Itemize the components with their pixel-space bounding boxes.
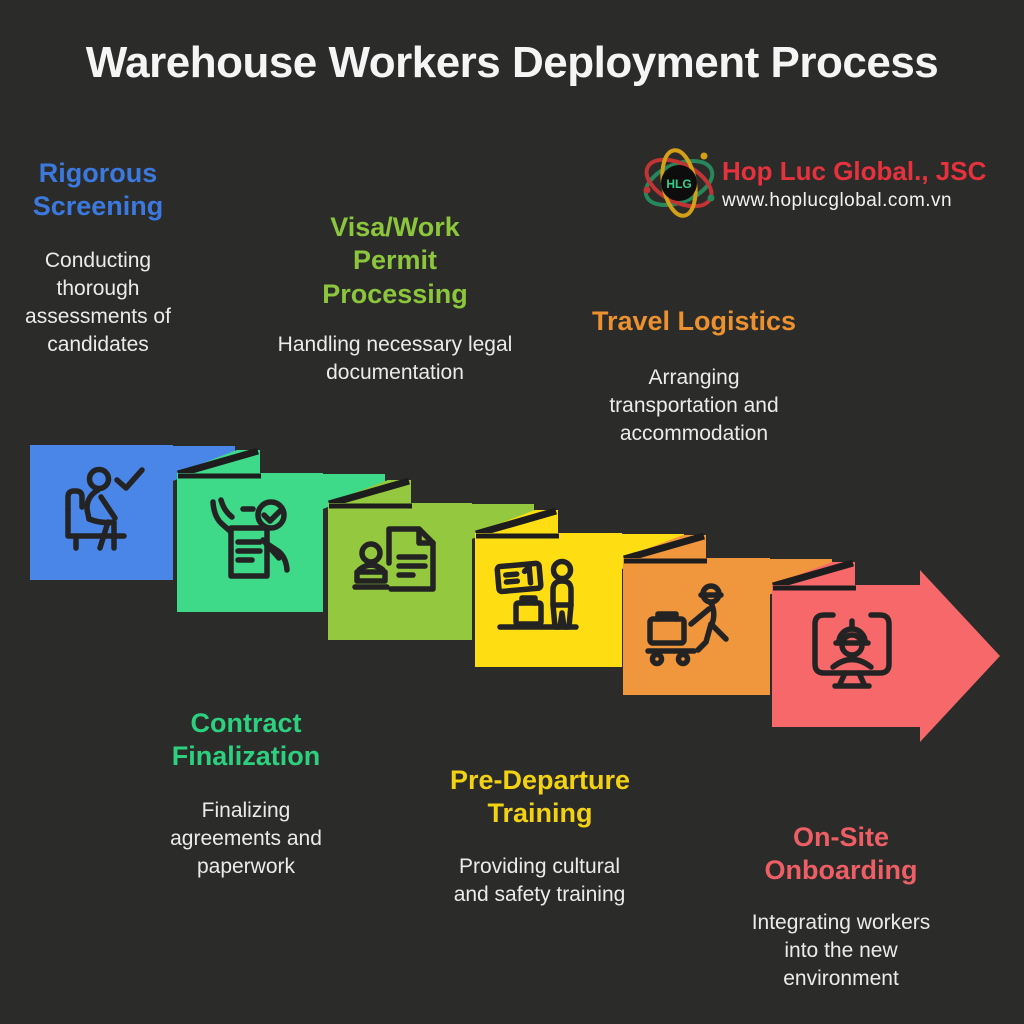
infographic-title: Warehouse Workers Deployment Process: [85, 38, 939, 87]
step-3-description: Handling necessary legal documentation: [277, 333, 513, 385]
interview-check-icon: [65, 466, 145, 551]
fold-crease: [772, 559, 854, 590]
step-6-arrow-panel: [772, 570, 1000, 742]
fold-crease: [623, 532, 705, 563]
step-5-title: Travel Logistics: [591, 306, 797, 336]
step-4-description: Providing cultural and safety training: [453, 855, 626, 907]
step-2-back-fold: [271, 474, 385, 529]
step-4-title: Pre-Departure Training: [449, 765, 631, 829]
logo-monogram: HLG: [666, 177, 691, 191]
stamp-document-icon: [352, 526, 436, 592]
company-name: Hop Luc Global., JSC: [722, 156, 987, 186]
departure-luggage-icon: [494, 558, 579, 630]
atom-orbits-icon: HLG: [643, 148, 715, 218]
fold-crease: [475, 507, 557, 538]
monitor-worker-icon: [812, 612, 892, 689]
step-2-description: Finalizing agreements and paperwork: [170, 799, 322, 879]
company-website: www.hoplucglobal.com.vn: [722, 190, 953, 211]
step-1-title: Rigorous Screening: [32, 158, 164, 222]
step-2-title: Contract Finalization: [171, 708, 321, 772]
step-6-title: On-Site Onboarding: [764, 822, 918, 886]
fold-crease: [328, 477, 410, 508]
step-6-description: Integrating workers into the new environ…: [751, 911, 931, 991]
step-5-description: Arranging transportation and accommodati…: [609, 366, 779, 446]
contract-signing-icon: [210, 497, 290, 579]
fold-crease: [177, 447, 259, 478]
company-logo: HLG Hop Luc Global., JSC www.hoplucgloba…: [636, 138, 986, 228]
step-1-description: Conducting thorough assessments of candi…: [25, 249, 171, 357]
luggage-cart-icon: [645, 583, 729, 667]
step-3-title: Visa/Work Permit Processing: [322, 212, 468, 309]
